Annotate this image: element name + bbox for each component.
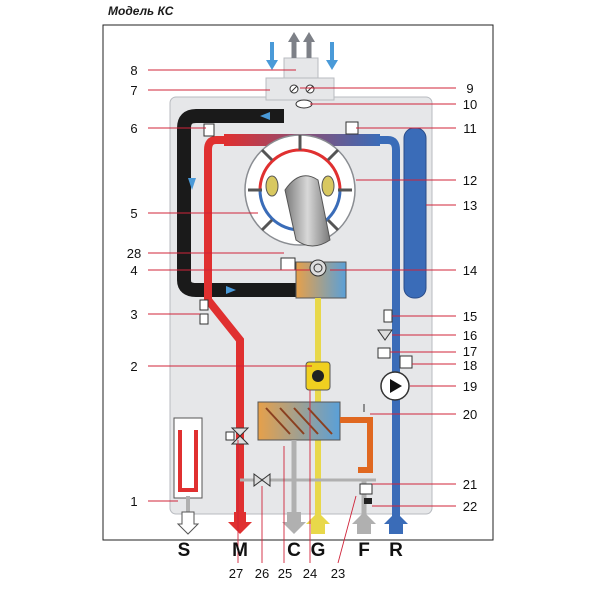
port-c: C bbox=[287, 540, 301, 561]
port-arrows bbox=[176, 511, 408, 535]
heating-return-pipe bbox=[360, 136, 400, 520]
flame-sensor-icon bbox=[280, 257, 296, 271]
port-m: M bbox=[232, 540, 248, 561]
callout-5: 5 bbox=[130, 206, 137, 221]
pressure-nozzle-icon bbox=[295, 99, 313, 109]
callout-24: 24 bbox=[303, 566, 317, 581]
port-s: S bbox=[178, 540, 191, 561]
water-pressure-switch-icon bbox=[359, 483, 373, 495]
port-labels: S M C G F R bbox=[178, 540, 403, 561]
callout-28: 28 bbox=[127, 246, 141, 261]
safety-valve-icon bbox=[377, 329, 393, 341]
left-leader-lines bbox=[148, 69, 312, 502]
callout-26: 26 bbox=[255, 566, 269, 581]
air-intake-arrows bbox=[266, 42, 338, 70]
callout-4: 4 bbox=[130, 263, 137, 278]
callout-1: 1 bbox=[130, 494, 137, 509]
outer-frame bbox=[102, 24, 494, 541]
flue-gas-exhaust-arrows bbox=[288, 32, 315, 58]
callout-15: 15 bbox=[463, 309, 477, 324]
flame-spikes bbox=[248, 135, 352, 232]
callout-19: 19 bbox=[463, 379, 477, 394]
callout-9: 9 bbox=[466, 81, 473, 96]
left-callouts: 8 7 6 5 28 4 3 2 1 bbox=[127, 63, 141, 509]
callout-7: 7 bbox=[130, 83, 137, 98]
air-vent-icon bbox=[399, 355, 413, 369]
port-g: G bbox=[311, 540, 326, 561]
callout-25: 25 bbox=[278, 566, 292, 581]
heating-supply-pipe bbox=[204, 136, 244, 520]
callout-14: 14 bbox=[463, 263, 477, 278]
callout-16: 16 bbox=[463, 328, 477, 343]
diagram-title: Модель КС bbox=[108, 4, 174, 18]
right-leader-lines bbox=[300, 87, 456, 507]
pressure-gauge-icon bbox=[377, 347, 391, 359]
port-f: F bbox=[358, 540, 370, 561]
burner bbox=[284, 175, 331, 247]
ignition-electrode-icon bbox=[309, 259, 327, 277]
flue-adapter bbox=[265, 77, 335, 101]
callout-6: 6 bbox=[130, 121, 137, 136]
callout-11: 11 bbox=[463, 121, 477, 136]
pressure-switch-icon bbox=[203, 123, 215, 137]
three-way-valve-icon bbox=[225, 427, 250, 445]
fill-valve-icon bbox=[253, 473, 271, 487]
plate-heat-exchanger bbox=[257, 401, 341, 441]
expansion-vessel bbox=[403, 127, 427, 299]
overheat-thermostat-icon bbox=[199, 299, 209, 311]
callout-8: 8 bbox=[130, 63, 137, 78]
callout-22: 22 bbox=[463, 499, 477, 514]
callout-18: 18 bbox=[463, 358, 477, 373]
port-r: R bbox=[389, 540, 403, 561]
temperature-sensor-icon bbox=[383, 309, 393, 323]
bottom-callouts: 27 26 25 24 23 bbox=[229, 566, 345, 581]
callout-21: 21 bbox=[463, 477, 477, 492]
callout-12: 12 bbox=[463, 173, 477, 188]
callout-3: 3 bbox=[130, 307, 137, 322]
right-callouts: 9 10 11 12 13 14 15 16 17 18 19 20 21 22 bbox=[463, 81, 477, 514]
flue-duct bbox=[177, 109, 300, 297]
dhw-hot-pipe bbox=[340, 417, 373, 473]
callout-10: 10 bbox=[463, 97, 477, 112]
callout-27: 27 bbox=[229, 566, 243, 581]
bottom-leader-lines bbox=[237, 390, 357, 564]
callout-17: 17 bbox=[463, 344, 477, 359]
callout-2: 2 bbox=[130, 359, 137, 374]
callout-13: 13 bbox=[463, 198, 477, 213]
flue-outlet bbox=[283, 57, 319, 79]
callout-20: 20 bbox=[463, 407, 477, 422]
callout-23: 23 bbox=[331, 566, 345, 581]
